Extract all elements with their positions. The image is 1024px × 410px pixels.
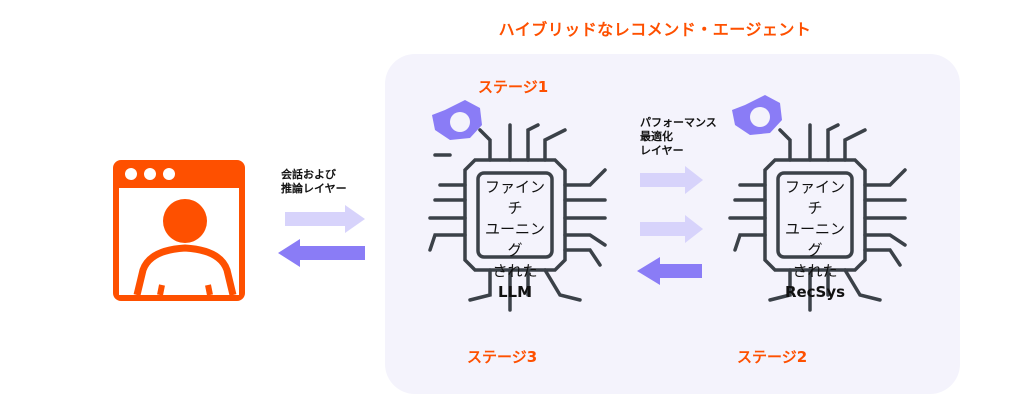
stage-2-label: ステージ2 [737, 348, 808, 366]
recsys-chip-label: ファインチ ユーニング された RecSys [784, 178, 846, 301]
stage-1-label: ステージ1 [478, 78, 549, 96]
user-window-icon [113, 160, 245, 301]
llm-chip-icon [428, 100, 607, 312]
arrow-right-light-2 [640, 166, 703, 194]
diagram-title: ハイブリッドなレコメンド・エージェント [498, 20, 812, 39]
conversation-layer-label: 会話および 推論レイヤー [281, 168, 347, 195]
arrow-left-dark-2 [637, 257, 702, 285]
llm-chip-label: ファインチ ユーニング された LLM [484, 178, 545, 301]
recsys-chip-icon [728, 95, 907, 312]
arrow-left-dark-1 [278, 239, 365, 267]
performance-layer-label: パフォーマンス 最適化 レイヤー [640, 116, 717, 157]
stage-3-label: ステージ3 [467, 348, 538, 366]
user-head [163, 199, 207, 243]
arrow-right-light-1 [285, 205, 365, 233]
arrow-right-light-3 [640, 215, 703, 243]
